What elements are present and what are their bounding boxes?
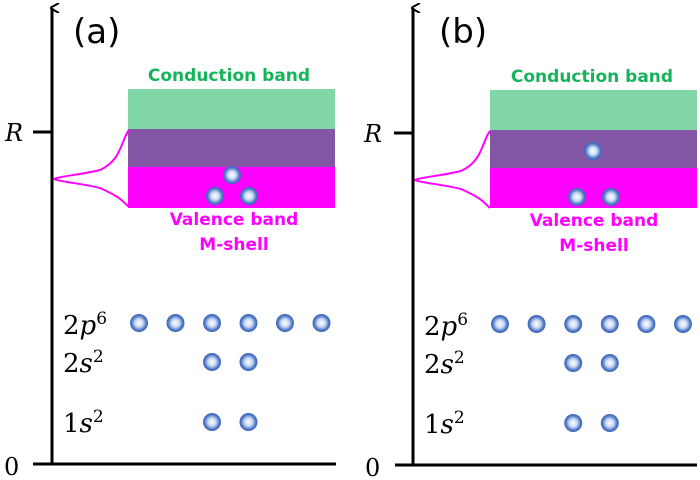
level-labels: 2p6 2s2 1s2 [424,310,468,440]
electron-2p [166,314,185,332]
electron-2p [564,315,583,333]
level-label-1s: 1s2 [63,407,104,439]
electron-valence-band [568,188,586,206]
electron-2p [239,314,258,332]
electron-valence-band [206,187,224,205]
valence-band-label: Valence band [530,211,659,231]
panel-b: Conduction band Valence band M-shell (b)… [363,8,697,480]
level-labels: 2p6 2s2 1s2 [63,309,107,439]
electron-2p [674,315,692,333]
level-label-2p: 2p6 [63,309,107,341]
overlap-band-rect [128,129,335,167]
electron-valence-band [602,188,620,206]
conduction-band-rect [490,90,697,130]
m-shell-label: M-shell [199,235,268,255]
electron-2s [564,354,583,372]
panel-label: (b) [439,12,487,52]
electron-valence-band [223,166,241,184]
valence-band-label: Valence band [170,210,299,230]
valence-band-rect [490,168,697,208]
electron-2s [600,354,619,372]
level-label-2p: 2p6 [424,310,468,342]
panel-label: (a) [73,12,120,52]
level-label-2s: 2s2 [63,347,104,379]
level-label-1s: 1s2 [424,408,465,440]
electron-1s [564,414,583,432]
electron-2p [312,314,331,332]
zero-axis-label: 0 [365,454,380,480]
electron-2s [203,353,221,371]
electron-1s [203,413,221,431]
level-label-2s: 2s2 [424,348,465,380]
electron-valence-band [240,187,258,205]
conduction-band-label: Conduction band [148,66,310,86]
electron-1s [600,414,619,432]
electrons [491,142,692,432]
r-axis-label: R [4,119,23,147]
electron-2s [239,353,258,371]
electron-overlap-band [584,142,602,160]
m-shell-label: M-shell [559,236,628,256]
electron-2p [637,315,656,333]
electron-2p [203,314,221,332]
electron-2p [491,315,509,333]
electron-2p [527,315,546,333]
zero-axis-label: 0 [4,453,19,480]
conduction-band-rect [128,89,335,129]
panel-a: Conduction band Valence band M-shell (a)… [4,8,336,480]
r-axis-label: R [363,120,382,148]
conduction-band-label: Conduction band [511,67,673,87]
density-of-states-curve [51,129,130,208]
electron-2p [600,315,619,333]
electrons [130,166,331,431]
electron-2p [276,314,294,332]
density-of-states-curve [412,130,491,209]
electron-1s [239,413,258,431]
electron-2p [130,314,148,332]
